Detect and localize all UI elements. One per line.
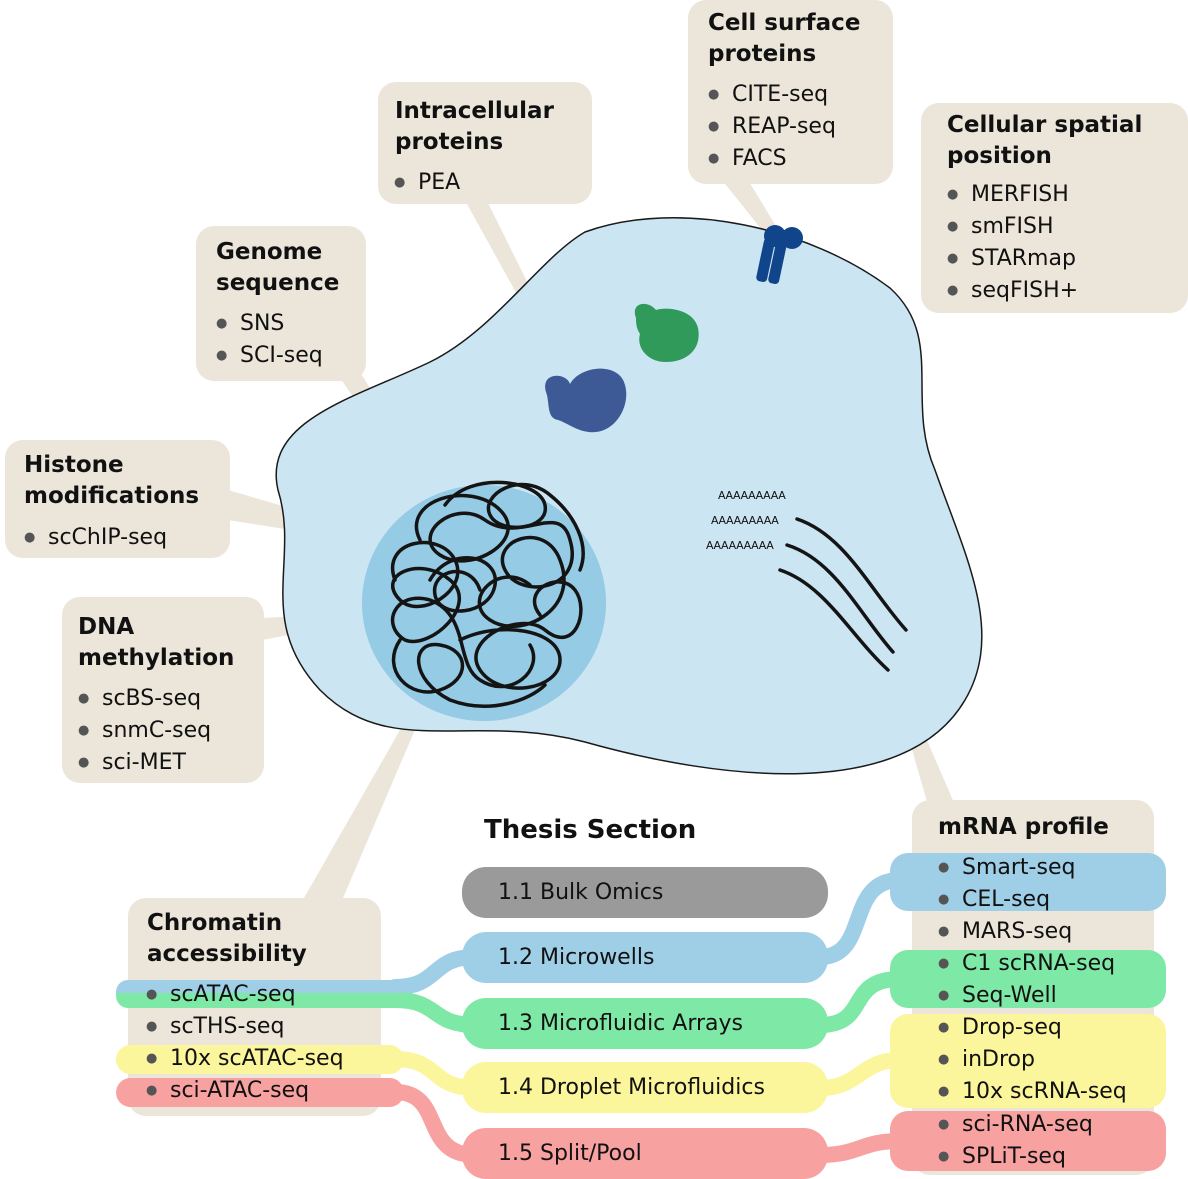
method-item: seqFISH+ [947,275,1078,307]
section-microfluidic-arrays: 1.3 Microfluidic Arrays [462,998,828,1049]
callout-heading: methylation [78,645,235,671]
connector-microfluidic-right [812,971,908,1033]
section-bulk-omics: 1.1 Bulk Omics [462,867,828,918]
callout-heading: accessibility [147,941,307,967]
method-item: sci-MET [78,747,186,779]
method-item: scBS-seq [78,683,201,715]
polya-label: AAAAAAAAA [711,514,779,527]
callout-heading: Histone [24,452,124,478]
method-item: smFISH [947,211,1053,243]
callout-heading: Intracellular [395,98,554,124]
connector-microwells-right [812,872,908,965]
section-droplet-microfluidics: 1.4 Droplet Microfluidics [462,1062,828,1113]
method-item: sci-RNA-seq [938,1109,1093,1141]
polya-label: AAAAAAAAA [706,539,774,552]
polya-label: AAAAAAAAA [718,489,786,502]
surface-receptor-shape [756,225,803,285]
method-item: SCI-seq [216,340,323,372]
method-item: scTHS-seq [146,1011,284,1043]
method-item: 10x scRNA-seq [938,1076,1127,1108]
mrna-strands [778,517,908,672]
callout-heading: sequence [216,270,340,296]
method-item: sci-ATAC-seq [146,1075,309,1107]
pointer-chromatin [300,688,432,905]
callout-heading: DNA [78,614,135,640]
method-item: MARS-seq [938,916,1072,948]
cell-body [275,217,983,775]
section-split-pool: 1.5 Split/Pool [462,1128,828,1179]
method-item: FACS [708,143,786,175]
thesis-section-title: Thesis Section [484,815,697,845]
method-item: REAP-seq [708,111,836,143]
chromatin-fiber [390,480,585,708]
method-item: Seq-Well [938,980,1057,1012]
method-item: CITE-seq [708,79,828,111]
callout-heading: proteins [395,129,504,155]
callout-intracellular-proteins [378,82,592,204]
method-item: MERFISH [947,179,1069,211]
callout-heading: mRNA profile [938,814,1109,840]
callout-heading: position [947,143,1052,169]
callout-heading: Chromatin [147,910,283,936]
method-item: 10x scATAC-seq [146,1043,344,1075]
green-protein-shape [634,303,699,362]
method-item: STARmap [947,243,1076,275]
method-item: scATAC-seq [146,979,295,1011]
callout-heading: proteins [708,41,817,67]
method-item: Drop-seq [938,1012,1062,1044]
method-item: SPLiT-seq [938,1141,1066,1173]
method-item: snmC-seq [78,715,211,747]
method-item: inDrop [938,1044,1035,1076]
connector-splitpool-right [812,1133,908,1163]
method-item: Smart-seq [938,852,1076,884]
callout-heading: Genome [216,239,323,265]
section-microwells: 1.2 Microwells [462,932,828,983]
method-item: SNS [216,308,285,340]
callout-heading: modifications [24,483,200,509]
intracellular-protein-shape [545,368,627,433]
connector-droplet-right [812,1052,908,1096]
method-item: CEL-seq [938,884,1050,916]
callout-heading: Cell surface [708,10,861,36]
method-item: scChIP-seq [24,522,167,554]
method-item: PEA [394,167,460,199]
connector-splitpool-left [387,1084,483,1163]
method-item: C1 scRNA-seq [938,948,1115,980]
callout-heading: Cellular spatial [947,112,1143,138]
pointer-cell-surface [722,180,782,240]
